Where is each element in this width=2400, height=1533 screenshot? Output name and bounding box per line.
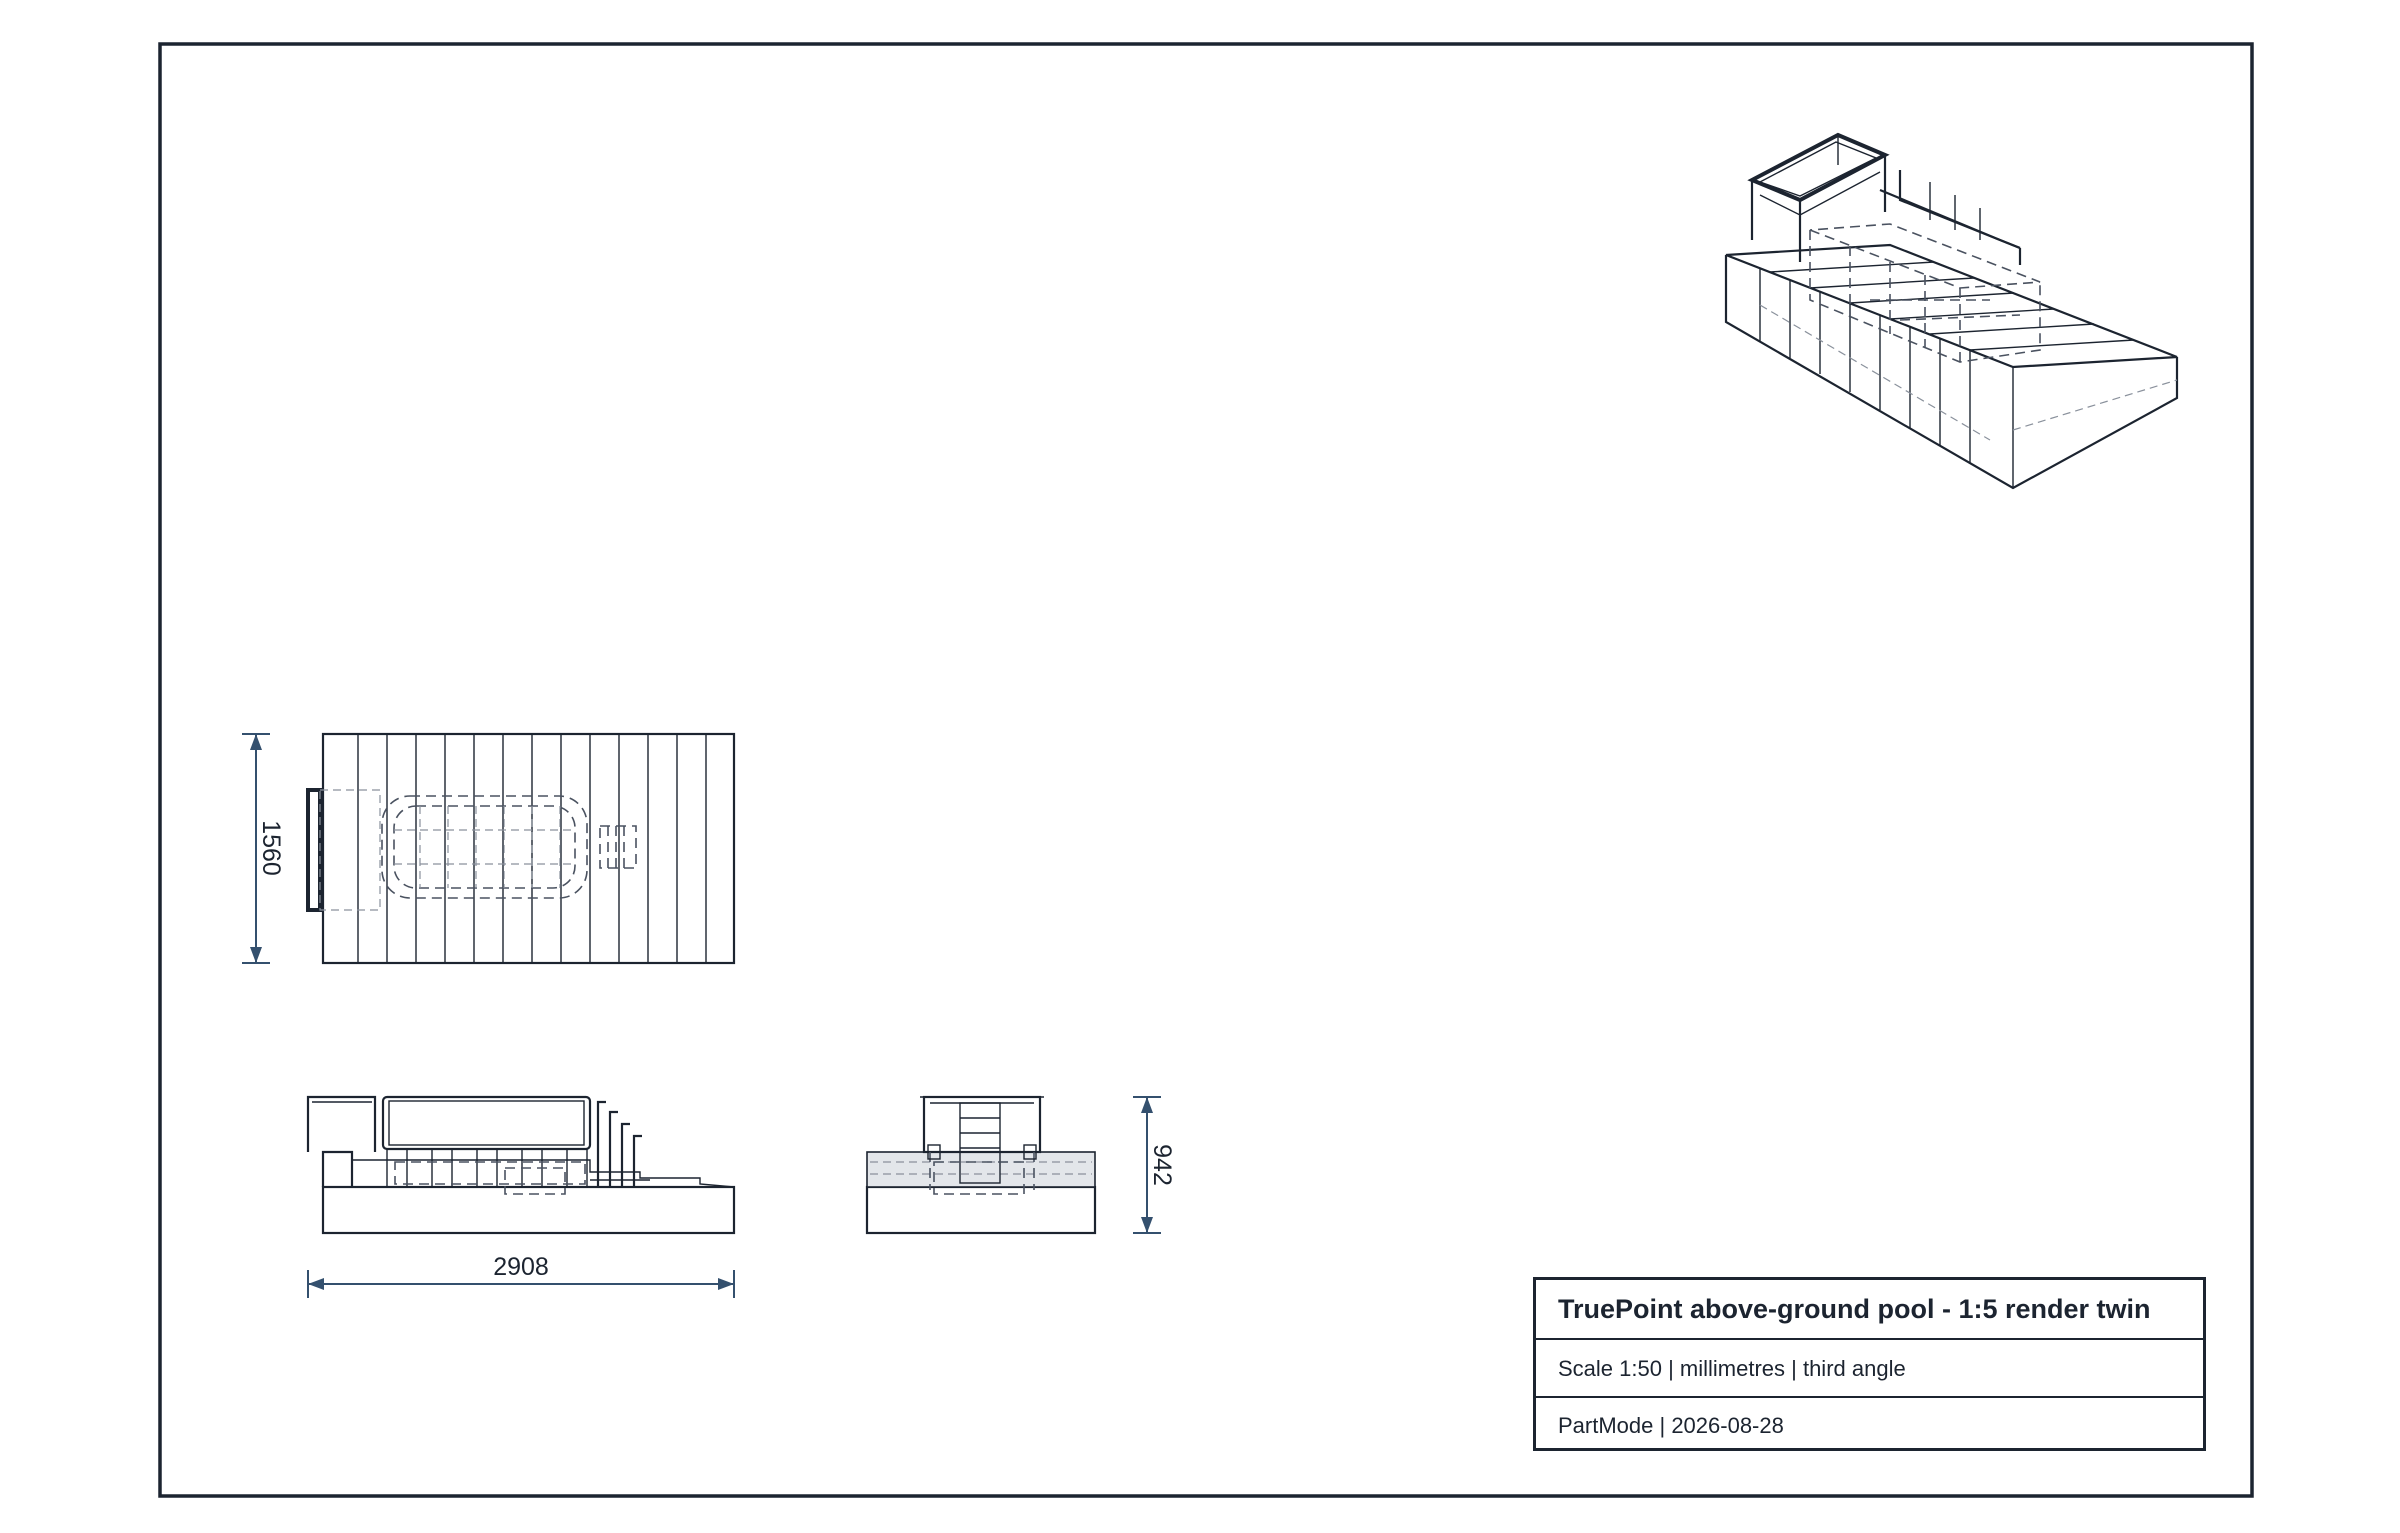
title-block: TruePoint above-ground pool - 1:5 render… (1533, 1277, 2206, 1451)
side-height-label: 942 (1148, 1144, 1176, 1186)
front-length-dimension: 2908 (307, 1253, 735, 1298)
plan-width-label: 1560 (257, 820, 285, 876)
scale-line: Scale 1:50 | millimetres | third angle (1536, 1338, 2203, 1398)
drawing-title: TruePoint above-ground pool - 1:5 render… (1558, 1293, 2151, 1324)
front-length-label: 2908 (493, 1253, 549, 1281)
isometric-view (1724, 132, 2179, 490)
side-elevation (865, 1095, 1097, 1235)
plan-width-dimension: 1560 (242, 733, 285, 964)
meta-line: PartMode | 2026-08-28 (1536, 1396, 2203, 1453)
plan-view (306, 732, 736, 965)
front-elevation (306, 1095, 736, 1235)
side-height-dimension: 942 (1133, 1096, 1176, 1234)
sheet-border (158, 42, 2254, 1498)
